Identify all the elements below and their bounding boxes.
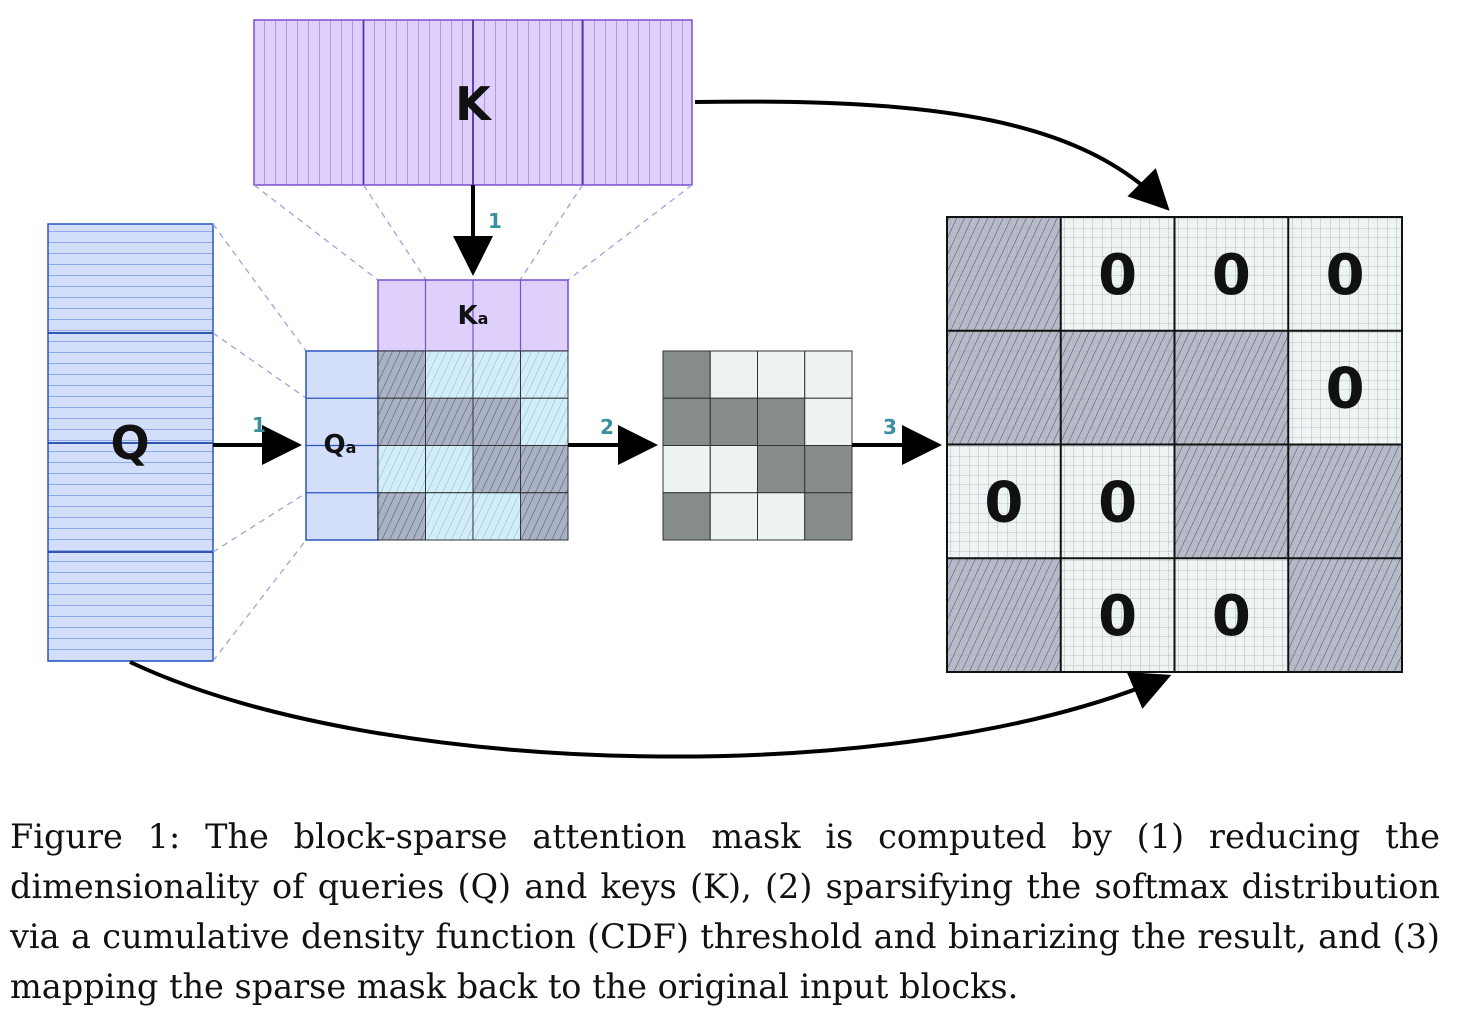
reduced-score-cell (425, 492, 474, 541)
attention-block-active (1288, 444, 1402, 559)
binary-mask-cell (757, 350, 806, 399)
binary-mask-cell (709, 397, 758, 446)
reduced-score-cell (520, 492, 569, 541)
q-projection-lines (212, 223, 307, 662)
binary-mask-cell (662, 350, 711, 399)
binary-mask-cell (757, 397, 806, 446)
binary-mask-cell (709, 350, 758, 399)
binary-mask-cell (804, 350, 853, 399)
zero-label: 0 (1098, 584, 1137, 649)
binary-mask-cell (709, 492, 758, 541)
attention-block-zero: 0 (1174, 217, 1289, 331)
reduced-score-cell (520, 445, 569, 494)
attention-block-zero: 0 (947, 444, 1061, 559)
zero-label: 0 (1326, 357, 1365, 422)
reduced-score-grid (377, 350, 569, 541)
binary-mask-grid (662, 350, 853, 541)
qa-label: Qa (324, 430, 357, 460)
attention-block-active (947, 558, 1061, 672)
reduced-score-cell (377, 350, 426, 399)
reduced-score-cell (425, 350, 474, 399)
reduced-score-cell (425, 445, 474, 494)
binary-mask-cell (662, 397, 711, 446)
reduced-score-cell (472, 397, 521, 446)
binary-mask-cell (804, 445, 853, 494)
figure-caption: Figure 1: The block-sparse attention mas… (10, 817, 1440, 1006)
ka-block: Ka (377, 279, 569, 352)
attention-mask-diagram: K 1 Ka Q 1 (47, 19, 1403, 759)
reduced-score-cell (472, 445, 521, 494)
binary-mask-cell (757, 492, 806, 541)
step-3-label: 3 (883, 415, 897, 439)
attention-block-zero: 0 (1174, 558, 1289, 672)
zero-label: 0 (1212, 243, 1251, 308)
q-label: Q (110, 416, 149, 470)
k-projection-lines (253, 184, 693, 281)
attention-block-zero: 0 (1288, 217, 1402, 331)
attention-block-active (1174, 330, 1289, 445)
reduced-score-cell (377, 492, 426, 541)
binary-mask-cell (804, 397, 853, 446)
reduced-score-cell (520, 350, 569, 399)
zero-label: 0 (1212, 584, 1251, 649)
curve-q-to-full-mask (129, 660, 1172, 759)
q-block: Q (47, 223, 214, 662)
reduced-score-cell (472, 350, 521, 399)
reduced-score-cell (472, 492, 521, 541)
reduced-score-cell (520, 397, 569, 446)
step-1-top-label: 1 (488, 209, 502, 233)
k-block: K (253, 19, 693, 186)
zero-label: 0 (1098, 470, 1137, 535)
binary-mask-cell (662, 492, 711, 541)
attention-block-zero: 0 (1288, 330, 1402, 445)
reduced-score-cell (377, 397, 426, 446)
attention-block-active (1288, 558, 1402, 672)
reduced-score-cell (377, 445, 426, 494)
binary-mask-cell (662, 445, 711, 494)
curve-k-to-full-mask (694, 99, 1170, 211)
attention-block-active (1174, 444, 1289, 559)
attention-block-zero: 0 (1060, 444, 1175, 559)
attention-block-zero: 0 (1060, 558, 1175, 672)
zero-label: 0 (1098, 243, 1137, 308)
ka-label: Ka (458, 301, 489, 331)
binary-mask-cell (709, 445, 758, 494)
zero-label: 0 (1326, 243, 1365, 308)
attention-block-active (947, 330, 1061, 445)
qa-block: Qa (305, 350, 379, 541)
step-1-left-label: 1 (252, 413, 266, 437)
step-2-label: 2 (600, 415, 614, 439)
attention-block-active (947, 217, 1061, 331)
binary-mask-cell (804, 492, 853, 541)
attention-block-active (1060, 330, 1175, 445)
binary-mask-cell (757, 445, 806, 494)
attention-block-zero: 0 (1060, 217, 1175, 331)
full-attention-mask: 0 0 0 0 0 0 0 0 (946, 216, 1403, 673)
k-label: K (455, 77, 493, 131)
zero-label: 0 (984, 470, 1023, 535)
reduced-score-cell (425, 397, 474, 446)
